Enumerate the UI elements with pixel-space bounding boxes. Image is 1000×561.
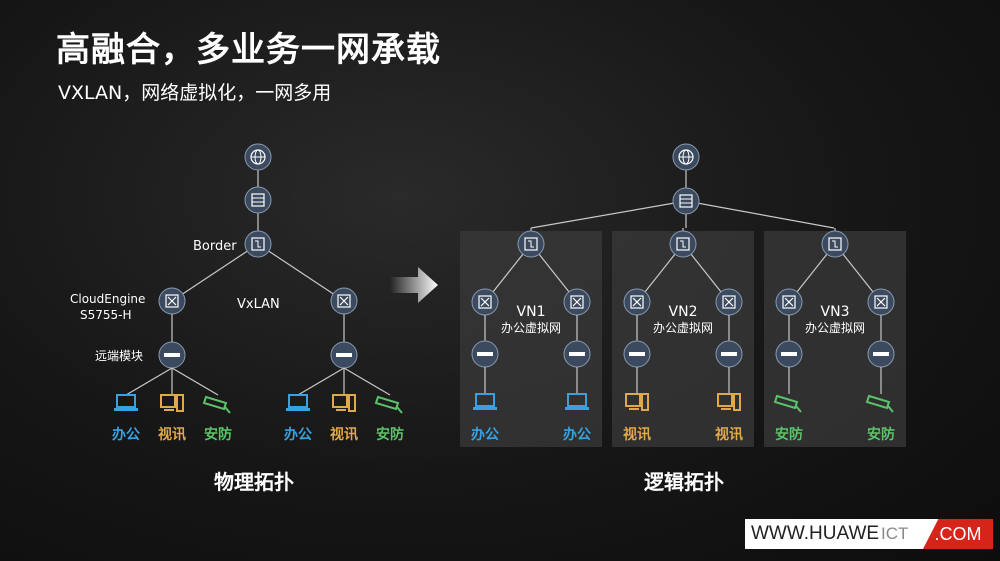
remote-module-icon bbox=[775, 340, 803, 368]
internet-globe-icon bbox=[244, 143, 272, 171]
switch-model-label: S5755-H bbox=[80, 308, 132, 322]
security-camera-icon bbox=[202, 395, 231, 414]
page-subtitle: VXLAN，网络虚拟化，一网多用 bbox=[58, 82, 332, 104]
internet-globe-icon bbox=[672, 143, 700, 171]
vn-description: 办公虚拟网 bbox=[501, 320, 561, 335]
endpoint-label: 办公 bbox=[112, 426, 140, 443]
laptop-icon bbox=[473, 393, 497, 410]
firewall-icon bbox=[244, 186, 272, 214]
desktop-pc-icon bbox=[332, 394, 356, 412]
laptop-icon bbox=[565, 393, 589, 410]
vn-description: 办公虚拟网 bbox=[805, 320, 865, 335]
endpoint-label: 办公 bbox=[563, 426, 591, 443]
access-switch-icon bbox=[775, 288, 803, 316]
access-switch-icon bbox=[715, 288, 743, 316]
access-switch-icon bbox=[867, 288, 895, 316]
logo-part2: ICT bbox=[881, 524, 909, 543]
remote-module-icon bbox=[867, 340, 895, 368]
link-line bbox=[171, 243, 259, 302]
desktop-pc-icon bbox=[160, 394, 184, 412]
laptop-icon bbox=[286, 394, 310, 411]
border-label: Border bbox=[193, 239, 237, 254]
endpoint-label: 办公 bbox=[471, 426, 499, 443]
vxlan-label: VxLAN bbox=[237, 297, 280, 312]
core-switch-icon bbox=[244, 230, 272, 258]
access-switch-icon bbox=[471, 288, 499, 316]
huawei-ict-logo: WWW.HUAWE ICT .COM bbox=[745, 519, 993, 549]
vn-description: 办公虚拟网 bbox=[653, 320, 713, 335]
endpoint-label: 安防 bbox=[376, 426, 404, 443]
security-camera-icon bbox=[374, 395, 403, 414]
logo-part1: WWW.HUAWE bbox=[751, 523, 880, 544]
vn-panel bbox=[612, 231, 754, 447]
vn-panel bbox=[460, 231, 602, 447]
endpoint-label: 视讯 bbox=[715, 426, 743, 443]
link-line bbox=[530, 200, 687, 229]
logical-topology-caption: 逻辑拓扑 bbox=[644, 470, 724, 494]
vn-name: VN2 bbox=[669, 304, 698, 320]
remote-module-icon bbox=[563, 340, 591, 368]
endpoint-label: 安防 bbox=[204, 426, 232, 443]
remote-module-icon bbox=[471, 340, 499, 368]
access-switch-icon bbox=[563, 288, 591, 316]
remote-module-label: 远端模块 bbox=[95, 349, 143, 363]
link-line bbox=[343, 367, 391, 396]
right-arrow-icon bbox=[390, 267, 438, 303]
link-line bbox=[171, 367, 219, 396]
access-switch-icon bbox=[330, 287, 358, 315]
link-line bbox=[257, 243, 345, 302]
remote-module-icon bbox=[715, 340, 743, 368]
page-title: 高融合，多业务一网承载 bbox=[56, 30, 441, 70]
physical-topology-caption: 物理拓扑 bbox=[214, 470, 294, 494]
core-switch-icon bbox=[821, 230, 849, 258]
endpoint-label: 办公 bbox=[284, 426, 312, 443]
switch-model-label: CloudEngine bbox=[70, 292, 145, 306]
link-line bbox=[297, 367, 345, 396]
vn-name: VN3 bbox=[821, 304, 850, 320]
firewall-icon bbox=[672, 187, 700, 215]
core-switch-icon bbox=[517, 230, 545, 258]
link-line bbox=[125, 367, 173, 396]
endpoint-label: 视讯 bbox=[623, 426, 651, 443]
remote-module-icon bbox=[623, 340, 651, 368]
core-switch-icon bbox=[669, 230, 697, 258]
security-camera-icon bbox=[773, 394, 802, 413]
access-switch-icon bbox=[158, 287, 186, 315]
endpoint-label: 视讯 bbox=[158, 426, 186, 443]
endpoint-label: 安防 bbox=[867, 426, 895, 443]
remote-module-icon bbox=[158, 341, 186, 369]
link-line bbox=[685, 200, 835, 229]
vn-panel bbox=[764, 231, 906, 447]
access-switch-icon bbox=[623, 288, 651, 316]
endpoint-label: 视讯 bbox=[330, 426, 358, 443]
desktop-pc-icon bbox=[717, 393, 741, 411]
remote-module-icon bbox=[330, 341, 358, 369]
security-camera-icon bbox=[865, 394, 894, 413]
logo-part3: .COM bbox=[923, 519, 993, 549]
vn-name: VN1 bbox=[517, 304, 546, 320]
desktop-pc-icon bbox=[625, 393, 649, 411]
endpoint-label: 安防 bbox=[775, 426, 803, 443]
laptop-icon bbox=[114, 394, 138, 411]
